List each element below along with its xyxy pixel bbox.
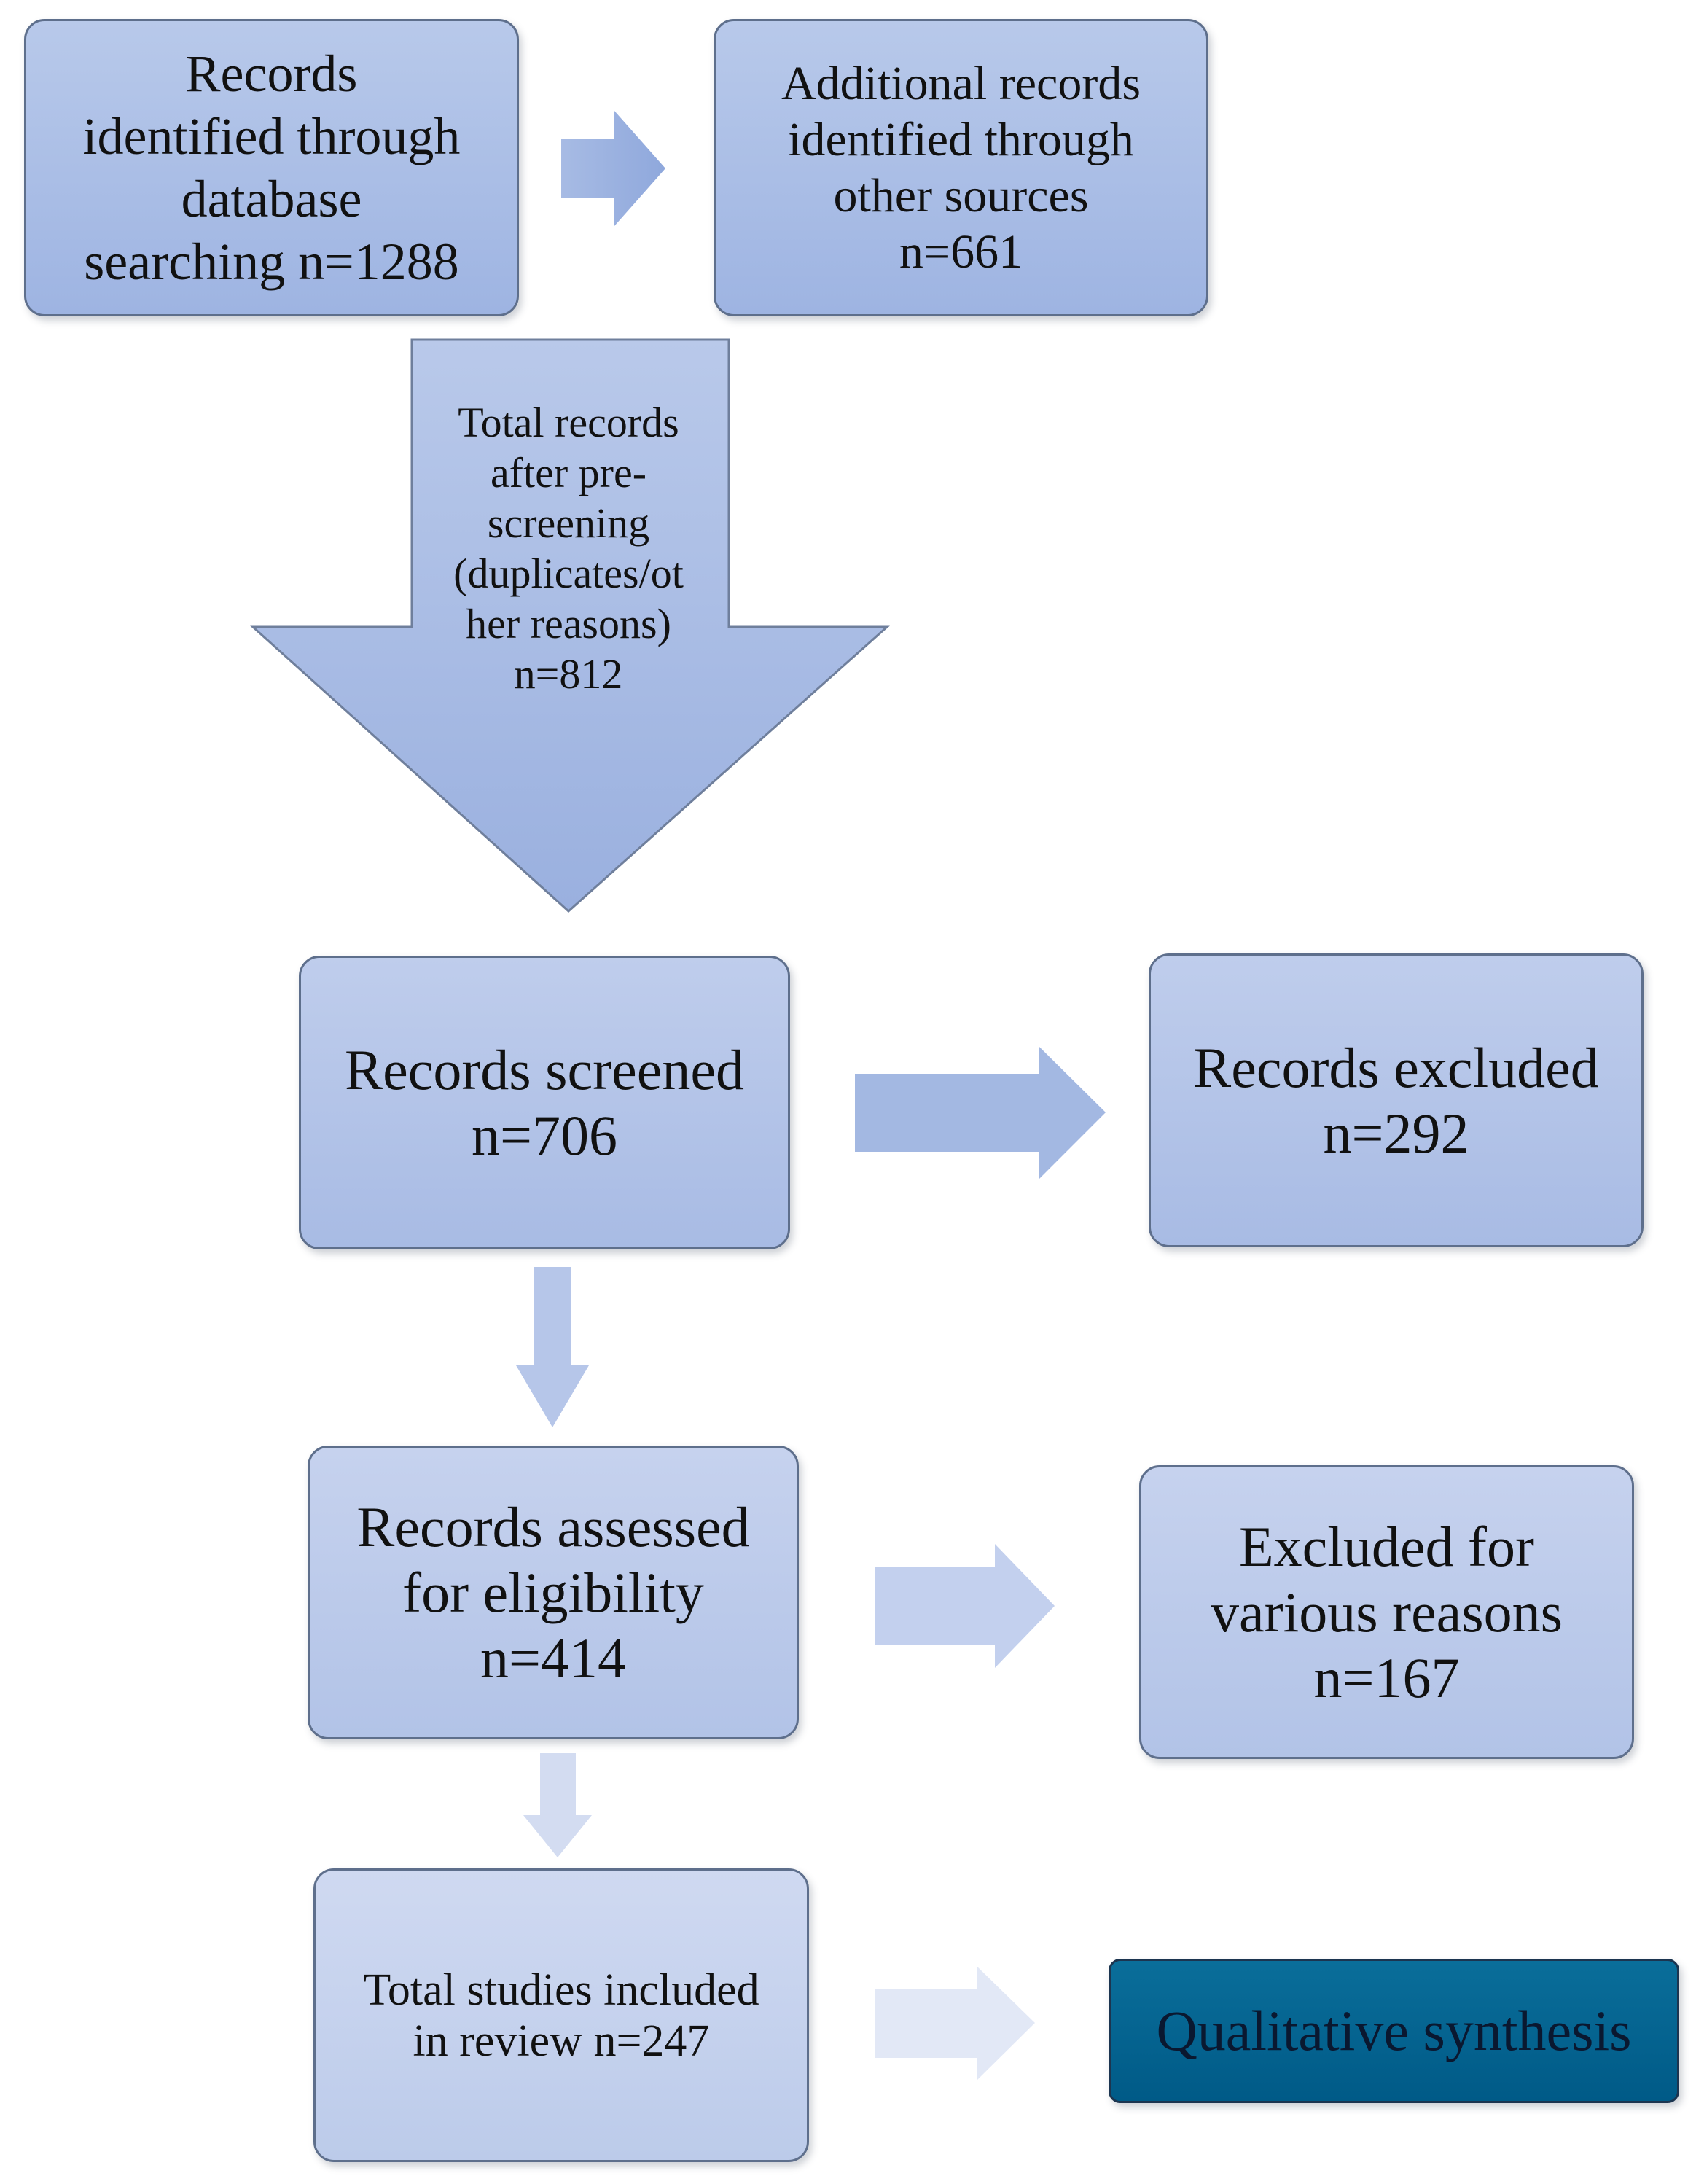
eligibility-box: Records assessed for eligibility n=414	[308, 1446, 799, 1739]
other-sources-line-3: other sources	[833, 169, 1089, 222]
arrow-right-4	[875, 1967, 1035, 2080]
excluded-line-2: n=292	[1323, 1101, 1469, 1165]
other-sources-line-2: identified through	[788, 113, 1134, 166]
database-search-line-2: identified through	[82, 107, 461, 165]
prescreening-line-6: n=812	[514, 650, 623, 698]
other-sources-text: Additional records identified through ot…	[764, 48, 1158, 287]
prescreening-arrow	[250, 338, 890, 913]
eligibility-line-1: Records assessed	[356, 1494, 750, 1559]
prescreening-line-2: after pre-	[490, 449, 647, 496]
screened-text: Records screened n=706	[327, 1030, 762, 1176]
prescreening-line-4: (duplicates/ot	[453, 550, 684, 597]
screened-line-2: n=706	[472, 1103, 617, 1167]
excluded-line-1: Records excluded	[1193, 1035, 1599, 1099]
synthesis-box: Qualitative synthesis	[1109, 1959, 1679, 2103]
database-search-line-4: searching n=1288	[84, 233, 459, 291]
prescreening-line-1: Total records	[458, 399, 679, 446]
included-line-2: in review n=247	[413, 2016, 710, 2066]
included-box: Total studies included in review n=247	[313, 1868, 809, 2162]
eligibility-text: Records assessed for eligibility n=414	[339, 1487, 767, 1699]
database-search-line-1: Records	[185, 44, 358, 103]
prescreening-text: Total records after pre- screening (dupl…	[423, 397, 714, 699]
database-search-text: Records identified through database sear…	[66, 35, 478, 300]
excluded-various-line-2: various reasons	[1210, 1580, 1563, 1644]
prescreening-line-5: her reasons)	[466, 600, 671, 647]
included-text: Total studies included in review n=247	[345, 1957, 776, 2074]
synthesis-text: Qualitative synthesis	[1138, 1991, 1649, 2071]
excluded-various-box: Excluded for various reasons n=167	[1139, 1465, 1634, 1759]
included-line-1: Total studies included	[363, 1965, 759, 2015]
eligibility-line-3: n=414	[480, 1626, 626, 1690]
screened-box: Records screened n=706	[299, 956, 790, 1249]
eligibility-line-2: for eligibility	[402, 1560, 704, 1624]
arrow-right-1	[561, 111, 665, 226]
database-search-line-3: database	[181, 170, 362, 228]
database-search-box: Records identified through database sear…	[24, 19, 519, 316]
arrow-right-3	[875, 1544, 1055, 1668]
other-sources-box: Additional records identified through ot…	[714, 19, 1208, 316]
other-sources-line-4: n=661	[899, 225, 1023, 278]
excluded-box: Records excluded n=292	[1149, 953, 1644, 1247]
screened-line-1: Records screened	[345, 1037, 744, 1101]
excluded-various-line-1: Excluded for	[1238, 1514, 1534, 1578]
arrow-down-2	[523, 1753, 592, 1857]
excluded-various-text: Excluded for various reasons n=167	[1193, 1507, 1580, 1718]
synthesis-line-1: Qualitative synthesis	[1156, 1999, 1632, 2062]
excluded-various-line-3: n=167	[1313, 1645, 1460, 1709]
prescreening-line-3: screening	[487, 499, 650, 547]
arrow-down-1	[516, 1267, 589, 1427]
arrow-right-2	[855, 1047, 1106, 1179]
excluded-text: Records excluded n=292	[1176, 1028, 1617, 1174]
other-sources-line-1: Additional records	[781, 57, 1141, 110]
